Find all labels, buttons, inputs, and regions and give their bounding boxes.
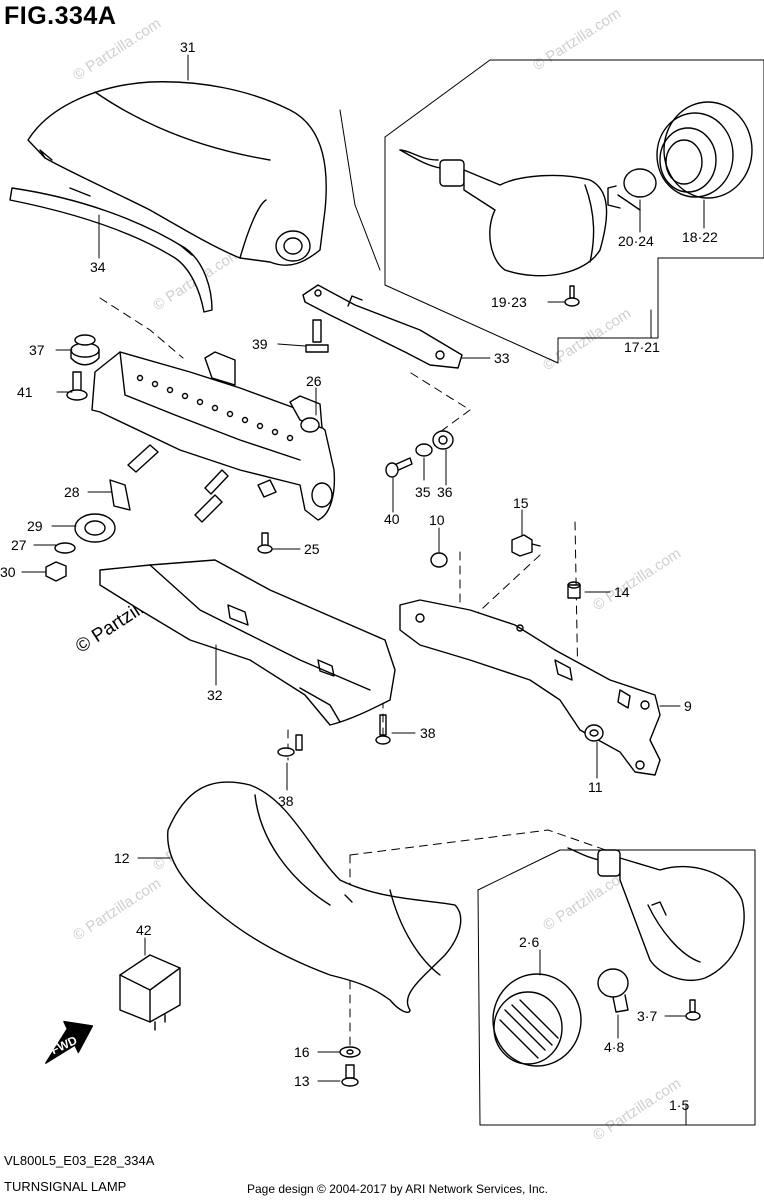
part-label-34: 34 <box>90 259 106 275</box>
part-label-25: 25 <box>304 541 320 557</box>
hardware-10-15-14-shapes <box>430 534 581 599</box>
screw-25-shape <box>257 532 273 554</box>
forward-arrow-icon <box>45 1020 94 1064</box>
bolt-39-shape <box>305 319 329 353</box>
rivet-38-shapes <box>277 714 391 757</box>
front-turn-signal-assembly-shape <box>567 847 745 981</box>
part-label-29: 29 <box>27 518 43 534</box>
rear-fender-cover-shape <box>27 81 327 266</box>
part-label-15: 15 <box>513 495 529 511</box>
bolt-41-shape <box>66 371 88 401</box>
part-label-36: 36 <box>437 484 453 500</box>
screw-19-23-shape <box>564 285 580 307</box>
diagram-code: VL800L5_E03_E28_334A <box>4 1153 155 1168</box>
label-leaders <box>21 54 705 1126</box>
signal-bracket-9-shape <box>399 599 661 776</box>
fender-trim-strip-shape <box>9 187 213 313</box>
stud-and-spacer-shapes <box>45 444 229 582</box>
part-label-2-6: 2·6 <box>519 934 539 950</box>
part-label-39: 39 <box>252 336 268 352</box>
part-label-26: 26 <box>306 373 322 389</box>
lower-bracket-shape <box>99 559 396 726</box>
part-label-12: 12 <box>114 850 130 866</box>
part-label-17-21: 17·21 <box>624 339 660 355</box>
part-label-35: 35 <box>415 484 431 500</box>
part-label-37: 37 <box>29 342 45 358</box>
part-label-38: 38 <box>420 725 436 741</box>
rear-bulb-shape <box>607 168 657 211</box>
footer-credit: Page design © 2004-2017 by ARI Network S… <box>247 1182 549 1196</box>
part-labels: 31 34 37 41 39 26 33 28 29 27 30 25 32 3… <box>0 39 718 1113</box>
part-label-40: 40 <box>384 511 400 527</box>
part-label-27: 27 <box>11 537 27 553</box>
part-label-14: 14 <box>614 584 630 600</box>
part-label-20-24: 20·24 <box>618 233 654 249</box>
rear-turn-signal-assembly-shape <box>399 149 608 277</box>
part-label-10: 10 <box>429 512 445 528</box>
part-label-19-23: 19·23 <box>491 294 527 310</box>
relay-shape <box>119 954 181 1031</box>
front-lens-shape <box>492 973 582 1067</box>
part-label-41: 41 <box>17 384 33 400</box>
part-label-16: 16 <box>294 1044 310 1060</box>
nut-11-shape <box>584 724 604 742</box>
part-label-1-5: 1·5 <box>669 1097 689 1113</box>
part-label-4-8: 4·8 <box>604 1039 624 1055</box>
part-label-30: 30 <box>0 564 16 580</box>
part-label-9: 9 <box>684 698 692 714</box>
washers-35-36-screw-40-shapes <box>385 430 454 478</box>
part-label-11: 11 <box>588 779 603 795</box>
part-label-31: 31 <box>180 39 196 55</box>
part-label-32: 32 <box>207 687 223 703</box>
section-name: TURNSIGNAL LAMP <box>4 1179 127 1194</box>
part-label-38: 38 <box>278 793 294 809</box>
grommet-37-shape <box>70 334 100 366</box>
part-label-33: 33 <box>494 350 510 366</box>
part-label-18-22: 18·22 <box>682 229 718 245</box>
nut-26-shape <box>300 417 320 433</box>
part-label-3-7: 3·7 <box>637 1008 657 1024</box>
direction-label: FWD <box>49 1033 80 1057</box>
part-label-28: 28 <box>64 484 80 500</box>
mounting-plate-shape <box>302 284 463 369</box>
rear-signal-frame <box>384 59 764 364</box>
figure-title: FIG.334A <box>4 2 117 30</box>
front-bulb-shape <box>597 968 629 1013</box>
front-signal-frame <box>477 849 756 1126</box>
screw-3-7-shape <box>685 999 701 1021</box>
washer-16-screw-13-shapes <box>339 1046 361 1087</box>
part-label-13: 13 <box>294 1073 310 1089</box>
signal-bracket-shape <box>91 351 336 521</box>
front-cover-shape <box>167 781 462 1013</box>
rear-lens-ring-shape <box>656 101 753 199</box>
part-label-42: 42 <box>136 922 152 938</box>
